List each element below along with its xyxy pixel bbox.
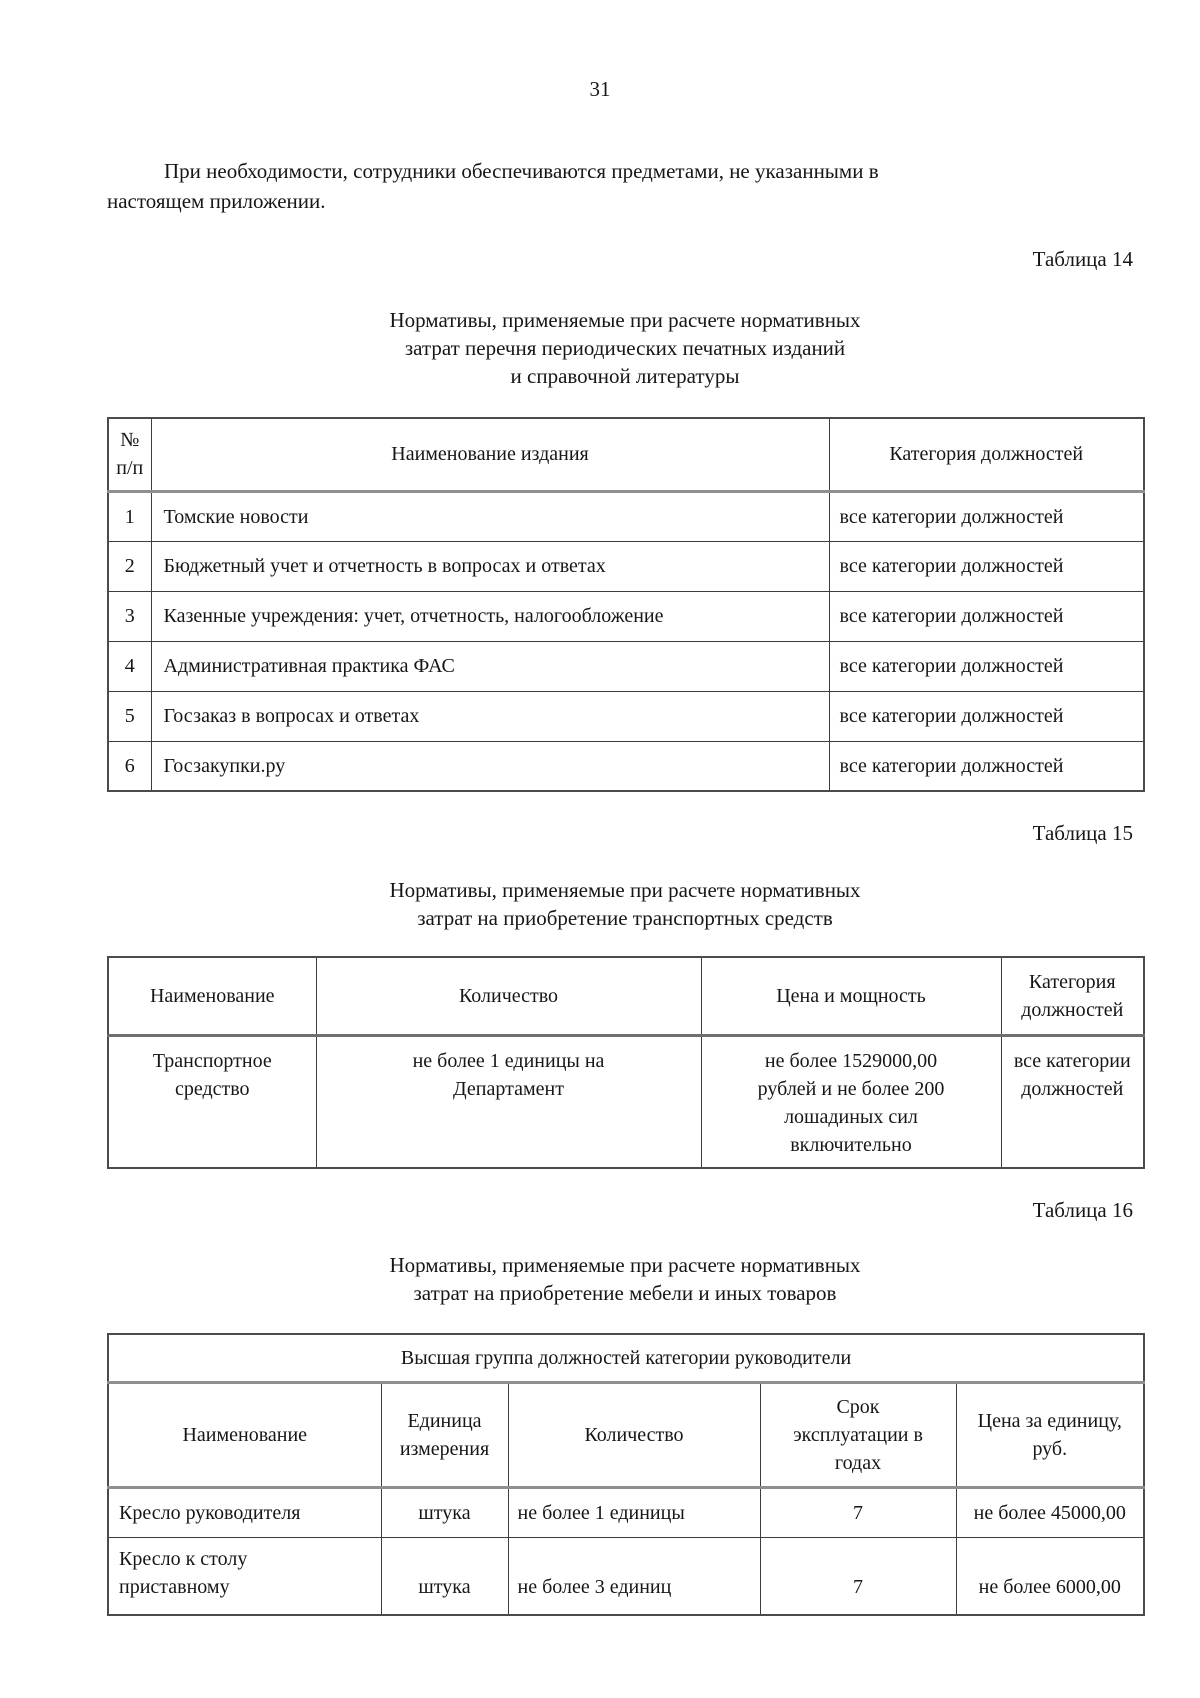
table-row: Транспортное средство не более 1 единицы… [107,1034,1145,1169]
row-price: не более 45000,00 [955,1486,1145,1538]
row-unit: штука [380,1486,509,1538]
table-row: 4 Административная практика ФАС все кате… [107,640,1145,692]
table16-header-price: Цена за единицу, руб. [955,1381,1145,1489]
row-unit: штука [380,1536,509,1616]
table16-group-header: Высшая группа должностей категории руков… [107,1333,1145,1384]
row-category: все категории должностей [1000,1034,1145,1169]
row-price: не более 1529000,00 рублей и не более 20… [700,1034,1002,1169]
row-category: все категории должностей [828,540,1145,592]
row-category: все категории должностей [828,590,1145,642]
table-row: Кресло руководителя штука не более 1 еди… [107,1486,1145,1538]
row-name: Томские новости [150,490,830,542]
row-term: 7 [759,1486,957,1538]
table14-header-row: № п/п Наименование издания Категория дол… [107,417,1145,493]
table16-header-term: Срок эксплуатации в годах [759,1381,957,1489]
table16-furniture: Высшая группа должностей категории руков… [107,1333,1146,1616]
row-num: 1 [107,490,152,542]
table15-header-category: Категория должностей [1000,956,1145,1037]
table15-header-quantity: Количество [315,956,702,1037]
row-quantity: не более 3 единиц [507,1536,761,1616]
row-term: 7 [759,1536,957,1616]
table15-header-row: Наименование Количество Цена и мощность … [107,956,1145,1037]
table14-header-category: Категория должностей [828,417,1145,493]
table15-header-price: Цена и мощность [700,956,1002,1037]
row-num: 2 [107,540,152,592]
row-quantity: не более 1 единицы [507,1486,761,1538]
table14-label: Таблица 14 [1032,247,1133,271]
row-name: Бюджетный учет и отчетность в вопросах и… [150,540,830,592]
row-name: Госзакупки.ру [150,740,830,792]
row-num: 5 [107,690,152,742]
row-num: 3 [107,590,152,642]
table16-group-header-row: Высшая группа должностей категории руков… [107,1333,1145,1384]
row-name: Госзаказ в вопросах и ответах [150,690,830,742]
table15-label: Таблица 15 [1032,821,1133,845]
row-num: 4 [107,640,152,692]
table16-label: Таблица 16 [1032,1198,1133,1222]
row-category: все категории должностей [828,690,1145,742]
page-number: 31 [589,77,611,101]
row-name: Административная практика ФАС [150,640,830,692]
row-name: Транспортное средство [107,1034,317,1169]
row-quantity: не более 1 единицы на Департамент [315,1034,702,1169]
table-row: Кресло к столу приставному штука не боле… [107,1536,1145,1616]
row-price: не более 6000,00 [955,1536,1145,1616]
table14-periodicals: № п/п Наименование издания Категория дол… [107,417,1145,792]
table-row: 2 Бюджетный учет и отчетность в вопросах… [107,540,1145,592]
table14-header-num: № п/п [107,417,152,493]
table-row: 3 Казенные учреждения: учет, отчетность,… [107,590,1145,642]
table14-title: Нормативы, применяемые при расчете норма… [389,308,861,388]
table16-header-row: Наименование Единица измерения Количеств… [107,1381,1145,1489]
row-category: все категории должностей [828,490,1145,542]
row-name: Казенные учреждения: учет, отчетность, н… [150,590,830,642]
intro-paragraph: При необходимости, сотрудники обеспечива… [107,159,879,213]
table-row: 6 Госзакупки.ру все категории должностей [107,740,1145,792]
row-name: Кресло к столу приставному [107,1536,382,1616]
table15-vehicles: Наименование Количество Цена и мощность … [107,956,1145,1169]
table-row: 5 Госзаказ в вопросах и ответах все кате… [107,690,1145,742]
table16-header-quantity: Количество [507,1381,761,1489]
table16-title: Нормативы, применяемые при расчете норма… [389,1253,861,1305]
row-category: все категории должностей [828,740,1145,792]
table15-header-name: Наименование [107,956,317,1037]
table14-header-name: Наименование издания [150,417,830,493]
table-row: 1 Томские новости все категории должност… [107,490,1145,542]
table15-title: Нормативы, применяемые при расчете норма… [389,878,861,930]
row-category: все категории должностей [828,640,1145,692]
table16-header-name: Наименование [107,1381,382,1489]
row-name: Кресло руководителя [107,1486,382,1538]
table16-header-unit: Единица измерения [380,1381,509,1489]
row-num: 6 [107,740,152,792]
